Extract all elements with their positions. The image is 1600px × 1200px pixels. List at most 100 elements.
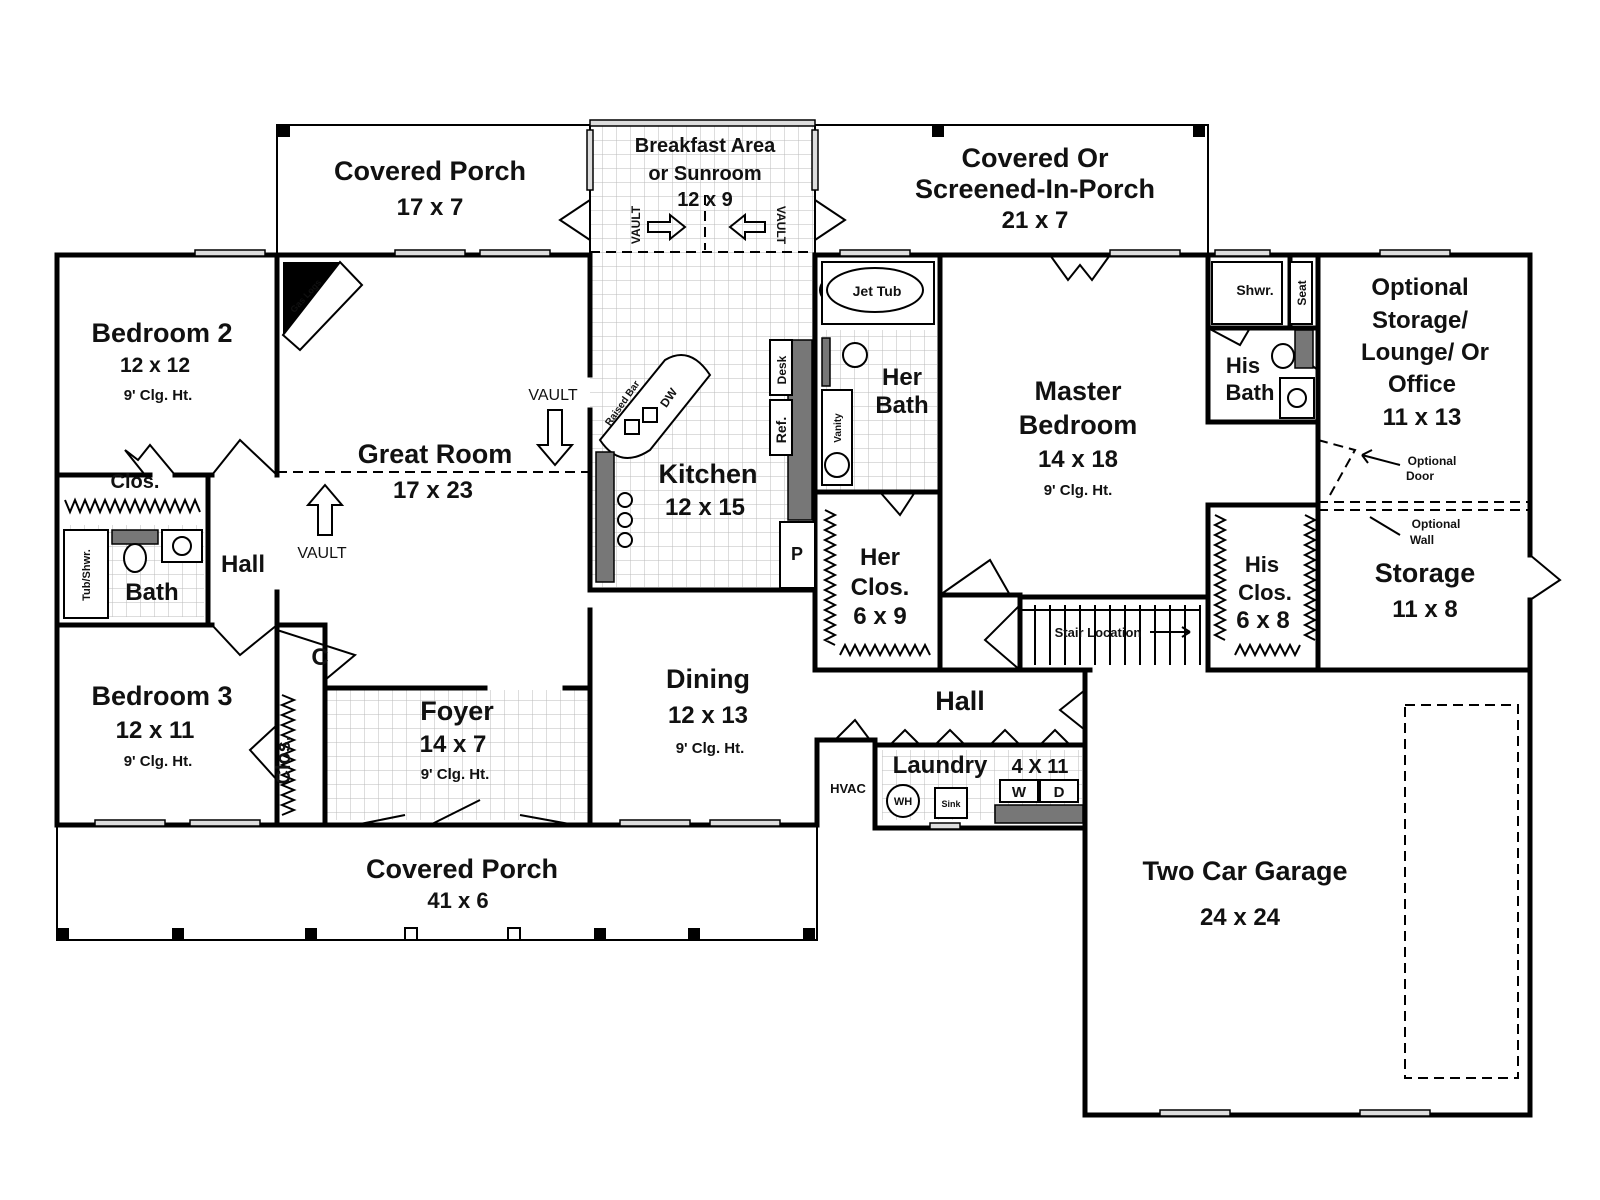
vanity-label: Vanity <box>833 413 844 443</box>
his-closet-name-2: Clos. <box>1238 580 1292 605</box>
foyer-size: 14 x 7 <box>420 731 487 758</box>
her-closet-name-2: Clos. <box>851 574 910 601</box>
dining-name: Dining <box>666 664 750 694</box>
windows <box>94 249 1451 1117</box>
his-closet-size: 6 x 8 <box>1236 607 1289 634</box>
bedroom2-name: Bedroom 2 <box>91 318 232 348</box>
breakfast-name-2: or Sunroom <box>648 163 761 185</box>
doors <box>124 199 1562 826</box>
garage-name: Two Car Garage <box>1142 856 1347 886</box>
jet-tub-label: Jet Tub <box>853 283 902 299</box>
his-bath-name-1: His <box>1226 353 1260 378</box>
hall-left-name: Hall <box>221 551 265 578</box>
bath-name: Bath <box>125 579 178 606</box>
fireplace-hearth <box>281 260 364 352</box>
foyer-name: Foyer <box>420 696 494 726</box>
covered-porch-front-size: 41 x 6 <box>427 888 488 913</box>
desk <box>769 339 793 396</box>
tub-shwr-label: Tub/Shwr. <box>81 549 93 601</box>
shwr-label: Shwr. <box>1236 282 1273 298</box>
foyer-ceiling: 9' Clg. Ht. <box>421 766 490 783</box>
desk-label: Desk <box>775 355 789 384</box>
screened-porch-name-2: Screened-In-Porch <box>915 174 1155 204</box>
dining-size: 12 x 13 <box>668 702 748 729</box>
her-bath-name-1: Her <box>882 364 922 391</box>
her-closet-size: 6 x 9 <box>853 603 906 630</box>
breakfast-vault-left: VAULT <box>629 205 643 244</box>
his-bath-name-2: Bath <box>1226 380 1275 405</box>
interior-walls <box>54 252 1533 828</box>
dryer-label: D <box>1054 784 1065 801</box>
toilet-her-bath <box>842 342 868 368</box>
optional-door-2: Door <box>1406 469 1434 483</box>
his-closet-name-1: His <box>1245 552 1279 577</box>
optional-storage-line1: Optional <box>1371 274 1468 301</box>
bedroom3-ceiling: 9' Clg. Ht. <box>124 753 193 770</box>
garage-parking-outline <box>1404 704 1519 1079</box>
ref-label: Ref. <box>773 417 789 443</box>
master-bedroom-size: 14 x 18 <box>1038 446 1118 473</box>
stair-location-label: Stair Location <box>1055 625 1142 640</box>
wh-label: WH <box>894 796 912 808</box>
great-room-name: Great Room <box>358 439 513 469</box>
her-closet-name-1: Her <box>860 544 900 571</box>
covered-porch-back-name: Covered Porch <box>334 156 526 186</box>
optional-storage-line2: Storage/ <box>1372 307 1468 334</box>
fixtures <box>63 260 1315 824</box>
optional-wall-1: Optional <box>1412 517 1461 531</box>
tub-shower <box>63 529 109 619</box>
kitchen-counter-left <box>595 451 615 583</box>
washer-label: W <box>1012 784 1027 801</box>
bedroom3-size: 12 x 11 <box>116 717 195 744</box>
sink-label: Sink <box>941 799 961 809</box>
vault-arrows <box>305 212 1401 638</box>
shower <box>1211 261 1283 325</box>
kitchen-size: 12 x 15 <box>665 494 745 521</box>
storage-size: 11 x 8 <box>1392 596 1457 623</box>
bedroom3-name: Bedroom 3 <box>91 681 232 711</box>
closet-shelves <box>64 497 1318 816</box>
screened-porch-size: 21 x 7 <box>1002 207 1069 234</box>
refrigerator <box>769 399 793 456</box>
storage-name: Storage <box>1375 558 1476 588</box>
dryer <box>1039 779 1079 803</box>
foyer-tile-floor <box>327 690 589 820</box>
laundry-name: Laundry <box>893 752 988 779</box>
dining-ceiling: 9' Clg. Ht. <box>676 740 745 757</box>
garage-size: 24 x 24 <box>1200 904 1281 931</box>
master-bedroom-name-2: Bedroom <box>1019 410 1138 440</box>
optional-door-1: Optional <box>1408 454 1457 468</box>
closet-c-label: C <box>311 644 328 671</box>
hvac-label: HVAC <box>830 781 866 796</box>
front-porch <box>56 825 818 941</box>
water-heater <box>886 784 920 818</box>
laundry-sink <box>934 787 968 819</box>
screened-porch-name-1: Covered Or <box>961 143 1109 173</box>
breakfast-vault-right: VAULT <box>774 206 788 245</box>
seat-label: Seat <box>1295 280 1309 305</box>
her-bath-name-2: Bath <box>875 392 928 419</box>
bedroom3-closet: Clos. <box>273 736 295 785</box>
bedroom2-size: 12 x 12 <box>120 354 190 377</box>
hall-center-name: Hall <box>935 686 985 716</box>
washer <box>999 779 1039 803</box>
pantry-label: P <box>791 544 803 564</box>
breakfast-name-1: Breakfast Area <box>635 135 776 157</box>
bedroom2-closet: Clos. <box>111 471 160 493</box>
optional-storage-size: 11 x 13 <box>1383 404 1462 431</box>
master-bedroom-name-1: Master <box>1034 376 1122 406</box>
optional-storage-line4: Office <box>1388 371 1456 398</box>
toilet-his-bath <box>1271 343 1295 369</box>
toilet-bath <box>123 543 147 573</box>
covered-porch-front-name: Covered Porch <box>366 854 558 884</box>
master-bedroom-ceiling: 9' Clg. Ht. <box>1044 482 1113 499</box>
covered-porch-back-size: 17 x 7 <box>397 194 464 221</box>
vault-label-upper: VAULT <box>528 387 577 404</box>
kitchen-name: Kitchen <box>658 459 757 489</box>
breakfast-size: 12 x 9 <box>677 189 733 211</box>
laundry-size: 4 X 11 <box>1012 756 1069 778</box>
bedroom2-ceiling: 9' Clg. Ht. <box>124 387 193 404</box>
back-porches <box>276 119 1209 255</box>
vault-label-lower: VAULT <box>297 545 346 562</box>
